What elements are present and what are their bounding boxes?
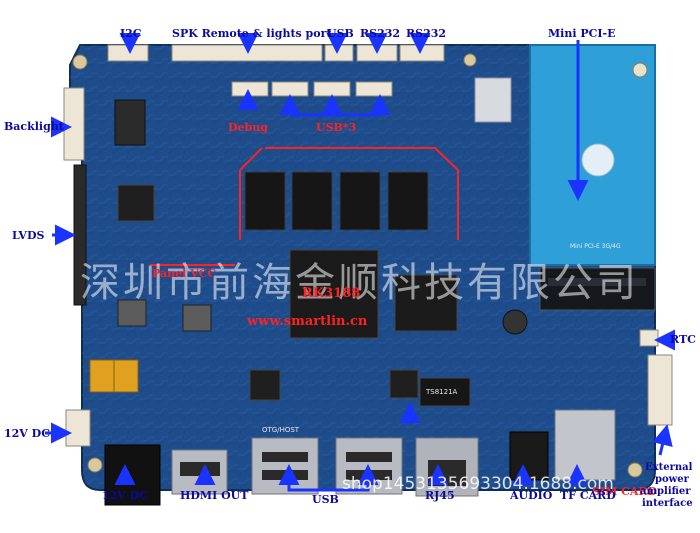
ram-chip [339,171,381,231]
label-12v-dc-bottom: 12V DC [102,489,148,502]
card-sticker [581,143,615,177]
label-debug: Debug [228,121,268,134]
callout-arrows [45,33,675,485]
pcie-silkscreen: Mini PCI-E 3G/4G [570,243,621,250]
label-website: www.smartlin.cn [247,314,368,329]
small-chip [249,369,281,401]
label-external: External [645,462,693,473]
label-i2c: I2C [120,27,142,40]
electrolytic-capacitor [502,309,528,335]
label-amplifier: amplifier [640,486,691,497]
mounting-hole [87,457,103,473]
small-chip [389,369,419,399]
mounting-hole [627,462,643,478]
label-power: power [655,474,689,485]
capacitor [89,359,115,393]
label-spk-remote: SPK Remote & lights port [172,27,332,40]
label-backlight: Backlight [4,120,64,133]
otg-host-silkscreen: OTG/HOST [262,426,300,434]
amp-connector [647,354,673,426]
dc-connector-left [65,409,91,447]
label-tf-card: TF CARD [560,489,616,502]
ram-chip [244,171,286,231]
soc-chip [289,249,379,339]
label-rtc: RTC [670,333,696,346]
usb-bracket [287,483,370,492]
label-rk3188: RK3188 [302,286,361,301]
shop-watermark: shop1453135693304.1688.com [342,474,614,494]
mounting-hole [72,54,88,70]
label-audio: AUDIO [510,489,553,502]
label-usb-top: USB [327,27,354,40]
usb-port-1 [251,437,319,495]
company-watermark: 深圳市前海金顺科技有限公司 [80,260,639,306]
lan-chip-silkscreen: TS8121A [425,388,458,396]
wifi-module [474,77,512,123]
label-hdmi-out: HDMI OUT [180,489,249,502]
label-lvds: LVDS [12,229,45,242]
ram-chip [387,171,429,231]
label-rs232-a: RS232 [360,27,401,40]
label-rs232-b: RS232 [406,27,447,40]
audio-jack [509,431,549,481]
emmc-chip [394,274,458,332]
backlight-connector [63,87,85,161]
capacitor [113,359,139,393]
sim-slot [554,409,616,481]
inductor [117,299,147,327]
ram-chip [291,171,333,231]
small-chip [117,184,155,222]
red-outline [150,147,459,266]
pcie-slot [539,267,656,311]
inductor [182,304,212,332]
label-12v-dc-left: 12V DC [4,427,50,440]
label-interface: interface [642,498,693,509]
mounting-hole [463,53,477,67]
lan-transformer [419,377,471,407]
label-sim-card: SIM CARD [592,485,658,498]
label-usbx3: USB*3 [316,121,357,134]
label-panel-vcc: Panel VCC [152,267,217,280]
pin-header [114,99,146,146]
label-mini-pcie: Mini PCI-E [548,27,616,40]
label-rj45: RJ45 [425,489,455,502]
rtc-connector [639,329,659,347]
label-usb-bottom: USB [312,493,339,506]
